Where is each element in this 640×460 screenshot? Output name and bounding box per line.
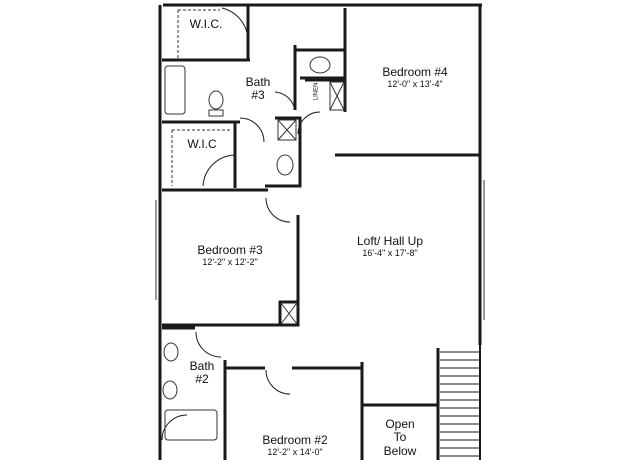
room-name-line2: #3 xyxy=(251,88,265,103)
room-name: Bedroom #2 xyxy=(262,433,328,447)
door-arc-bedroom4 xyxy=(297,111,321,135)
room-name: Bedroom #4 xyxy=(382,65,448,79)
door-arc-wic-mid xyxy=(202,154,236,187)
room-dimensions: 12'-2" x 14'-0" xyxy=(267,447,323,458)
door-arc-bath3-lower xyxy=(239,117,265,143)
tub-bath2 xyxy=(164,409,218,441)
room-label-open-to-below: Open To Below xyxy=(374,417,426,458)
room-name-line1: Bath xyxy=(245,75,271,89)
linen-shelf-x xyxy=(329,81,345,111)
toilet-bath3 xyxy=(208,90,224,110)
sink-bath2 xyxy=(163,342,179,362)
walls xyxy=(158,3,482,460)
wic-mid-rod xyxy=(171,129,230,186)
room-label-bedroom3: Bedroom #3 12'-2" x 12'-2" xyxy=(180,243,280,268)
room-name-line3: Below xyxy=(383,443,417,458)
room-name: W.I.C xyxy=(187,137,217,151)
room-label-bedroom2: Bedroom #2 12'-2" x 14'-0" xyxy=(245,433,345,458)
room-label-loft: Loft/ Hall Up 16'-4" x 17'-8" xyxy=(330,234,450,259)
room-name: W.I.C. xyxy=(189,17,223,31)
fixtures xyxy=(155,9,485,441)
room-label-bath2: Bath #2 xyxy=(184,359,220,387)
room-name-line1: Open xyxy=(385,417,415,431)
room-label-bedroom4: Bedroom #4 12'-0" x 13'-4" xyxy=(360,65,470,90)
linen-shelf xyxy=(329,81,345,111)
room-dimensions: 16'-4" x 17'-8" xyxy=(362,248,418,259)
room-name: Bedroom #3 xyxy=(197,243,263,257)
tub-bath3 xyxy=(164,65,186,115)
room-name-line1: Bath xyxy=(189,359,215,373)
sink-bath3-upper xyxy=(309,56,331,74)
stairs xyxy=(440,345,481,460)
bath3-sink-wall xyxy=(265,116,302,188)
room-name-line2: #2 xyxy=(195,372,209,387)
linen-closet xyxy=(305,78,347,112)
shelf-box-1-x xyxy=(277,119,297,141)
room-dimensions: 12'-0" x 13'-4" xyxy=(387,79,443,90)
toilet-bath2 xyxy=(162,380,178,400)
closet-small xyxy=(278,300,300,327)
doors xyxy=(161,7,321,441)
wic-top-rod xyxy=(177,9,220,58)
door-arc-bedroom2 xyxy=(265,369,291,395)
door-arc-wic-top xyxy=(221,7,249,41)
door-arc-closet-lower xyxy=(161,414,188,441)
room-name: Loft/ Hall Up xyxy=(356,234,424,248)
toilet-tank-bath3 xyxy=(208,109,224,117)
room-name: LINEN xyxy=(313,82,320,101)
bath3-vanity-wall xyxy=(295,48,347,80)
shelf-box-1 xyxy=(277,119,297,141)
room-label-bath3: Bath #3 xyxy=(238,75,278,103)
room-label-linen: LINEN xyxy=(304,83,330,101)
door-arc-bath2 xyxy=(195,331,222,358)
room-dimensions: 12'-2" x 12'-2" xyxy=(202,257,258,268)
room-label-wic-top: W.I.C. xyxy=(182,17,230,31)
door-arc-bath3 xyxy=(274,91,296,111)
room-name-line2: To xyxy=(393,430,407,445)
sink-bath3-lower xyxy=(276,154,294,176)
door-arc-bedroom3 xyxy=(265,197,291,223)
room-label-wic-mid: W.I.C xyxy=(178,137,226,151)
closet-small-x xyxy=(280,302,298,325)
